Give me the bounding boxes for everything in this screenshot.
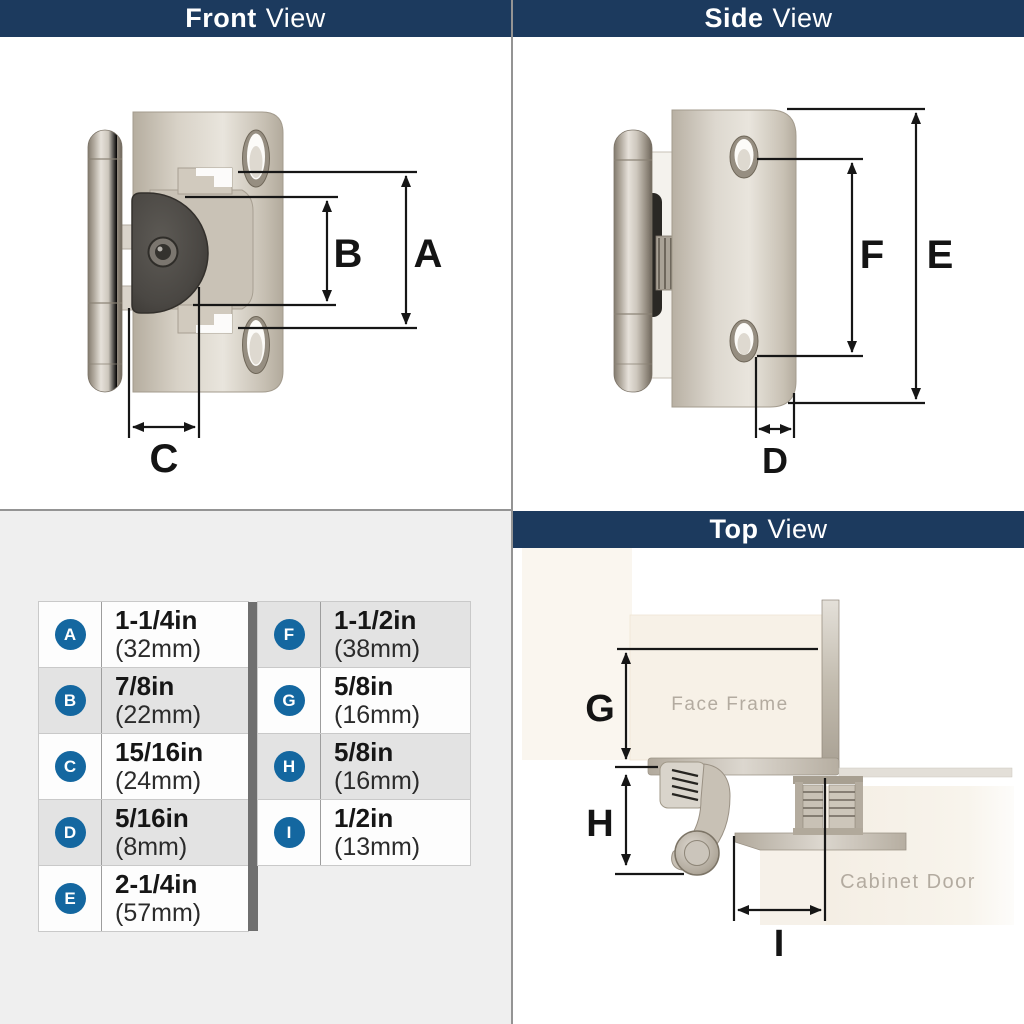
face-frame-label: Face Frame	[671, 694, 788, 715]
table-row-h: H 5/8in (16mm)	[258, 733, 470, 799]
top-view-header: Top View	[513, 511, 1024, 548]
table-row-d: D 5/16in (8mm)	[39, 799, 248, 865]
value-mm: (22mm)	[115, 700, 202, 729]
dim-label-a: A	[414, 232, 443, 276]
badge-i: I	[273, 817, 305, 848]
dim-label-b: B	[334, 232, 363, 276]
badge-g: G	[273, 685, 305, 716]
side-hinge-plate	[671, 109, 797, 408]
value-inches: 5/8in	[334, 670, 394, 701]
top-view-title-bold: Top	[709, 514, 759, 544]
front-view-title-bold: Front	[185, 3, 257, 33]
front-screw-slot-bottom	[242, 316, 270, 374]
table-row-i: I 1/2in (13mm)	[258, 799, 470, 865]
face-frame-stile	[522, 548, 632, 760]
value-mm: (38mm)	[334, 634, 421, 663]
dim-label-e: E	[927, 233, 954, 277]
value-mm: (16mm)	[334, 766, 421, 795]
table-row-b: B 7/8in (22mm)	[39, 667, 248, 733]
value-mm: (13mm)	[334, 832, 421, 861]
vertical-divider	[511, 0, 513, 1024]
front-screw-slot-top	[242, 129, 270, 188]
dim-label-g: G	[585, 688, 615, 730]
front-hinge-barrel	[87, 129, 123, 393]
cabinet-door-label: Cabinet Door	[840, 871, 976, 893]
side-view-title-rest: View	[772, 3, 833, 33]
badge-e: E	[54, 883, 86, 914]
value-inches: 1-1/2in	[334, 604, 417, 635]
dimension-table-left: A 1-1/4in (32mm) B 7/8in (22mm) C 15/16i…	[38, 601, 249, 932]
dim-label-i: I	[774, 923, 785, 965]
value-inches: 1-1/4in	[115, 604, 198, 635]
cabinet-door-board-left	[760, 850, 826, 925]
value-mm: (24mm)	[115, 766, 202, 795]
value-inches: 5/8in	[334, 736, 394, 767]
side-screw-slot-top	[729, 135, 759, 179]
badge-d: D	[54, 817, 86, 848]
side-view-header: Side View	[513, 0, 1024, 37]
dim-label-c: C	[150, 437, 179, 481]
badge-c: C	[54, 751, 86, 782]
table-row-g: G 5/8in (16mm)	[258, 667, 470, 733]
value-mm: (16mm)	[334, 700, 421, 729]
value-inches: 5/16in	[115, 802, 189, 833]
value-mm: (32mm)	[115, 634, 202, 663]
table-separator-bar	[248, 602, 258, 931]
side-hinge-barrel	[613, 129, 653, 393]
value-inches: 2-1/4in	[115, 868, 198, 899]
cabinet-door-back-edge	[838, 767, 1013, 778]
badge-a: A	[54, 619, 86, 650]
front-adjustment-cam	[131, 192, 209, 314]
badge-h: H	[273, 751, 305, 782]
front-view-title-rest: View	[265, 3, 326, 33]
top-view-drawing: Face Frame Cabinet Door	[522, 548, 1014, 965]
dim-label-h: H	[586, 803, 613, 845]
horizontal-divider	[0, 509, 512, 511]
side-view-title-bold: Side	[704, 3, 764, 33]
badge-f: F	[273, 619, 305, 650]
top-door-wing	[734, 832, 907, 851]
dim-label-d: D	[762, 440, 788, 481]
dimension-table-right: F 1-1/2in (38mm) G 5/8in (16mm) H 5/8in …	[257, 601, 471, 866]
table-row-a: A 1-1/4in (32mm)	[39, 602, 248, 667]
top-adjustment-screw	[793, 776, 863, 835]
table-row-e: E 2-1/4in (57mm)	[39, 865, 248, 931]
front-dimension-lines	[127, 170, 417, 438]
value-mm: (8mm)	[115, 832, 188, 861]
table-row-f: F 1-1/2in (38mm)	[258, 602, 470, 667]
top-spring-coil	[671, 768, 699, 802]
top-view-title-rest: View	[767, 514, 828, 544]
side-view-drawing: E F D	[613, 107, 954, 481]
face-frame-board	[629, 614, 823, 761]
value-inches: 7/8in	[115, 670, 175, 701]
top-hinge-mechanism	[659, 761, 731, 876]
top-dimension-lines	[615, 647, 827, 921]
dim-label-f: F	[860, 233, 884, 277]
badge-b: B	[54, 685, 86, 716]
value-inches: 15/16in	[115, 736, 204, 767]
side-dimension-lines	[754, 107, 925, 438]
value-mm: (57mm)	[115, 898, 202, 927]
front-view-header: Front View	[0, 0, 511, 37]
value-inches: 1/2in	[334, 802, 394, 833]
front-view-drawing: A B C	[87, 111, 443, 481]
side-screw-slot-bottom	[729, 319, 759, 363]
table-row-c: C 15/16in (24mm)	[39, 733, 248, 799]
